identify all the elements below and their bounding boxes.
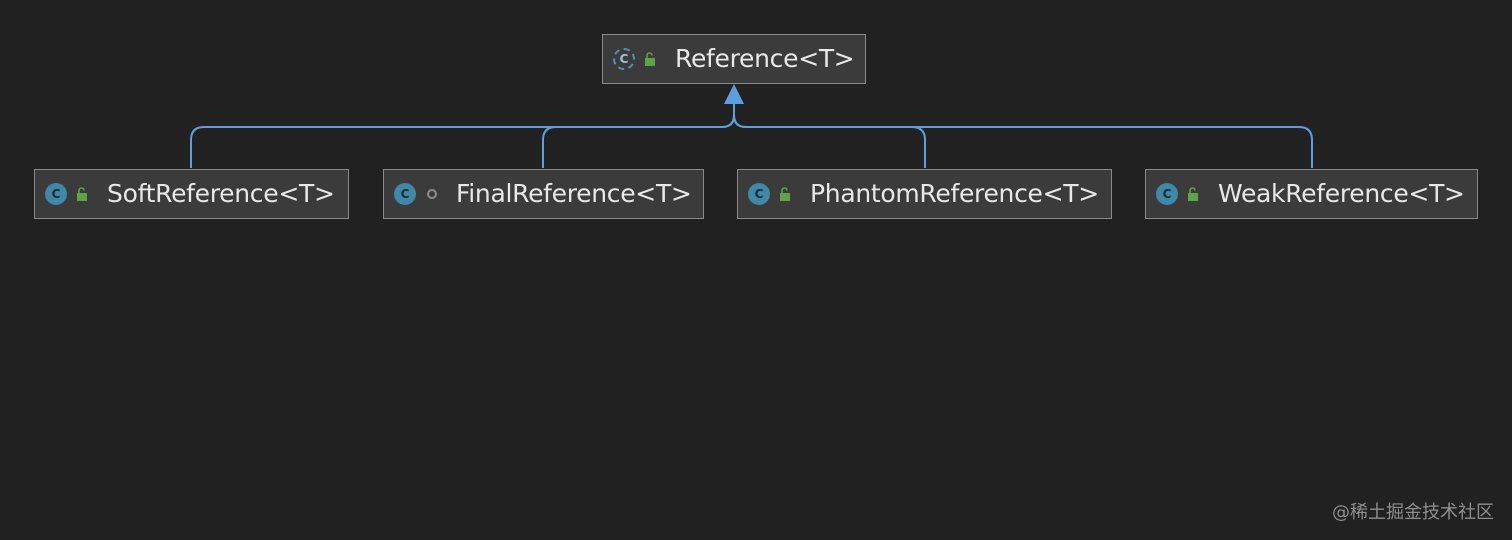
node-phantom-reference[interactable]: C PhantomReference<T> [737, 169, 1112, 219]
node-label: WeakReference<T> [1218, 179, 1465, 208]
watermark: @稀土掘金技术社区 [1332, 502, 1494, 523]
edge-weak-reference [733, 114, 1313, 168]
unlocked-icon [77, 187, 87, 201]
node-final-reference[interactable]: C FinalReference<T> [383, 169, 704, 219]
unlocked-icon [780, 187, 790, 201]
class-icon: C [45, 183, 67, 205]
class-icon: C [1156, 183, 1178, 205]
abstract-class-icon: C [613, 48, 635, 70]
unlocked-icon [1188, 187, 1198, 201]
edge-phantom-reference [733, 114, 926, 168]
node-weak-reference[interactable]: C WeakReference<T> [1145, 169, 1478, 219]
edge-final-reference [542, 114, 735, 168]
package-private-icon [427, 189, 437, 199]
node-label: PhantomReference<T> [810, 179, 1099, 208]
unlocked-icon [645, 52, 655, 66]
class-icon: C [748, 183, 770, 205]
node-label: Reference<T> [675, 44, 855, 73]
node-soft-reference[interactable]: C SoftReference<T> [34, 169, 349, 219]
node-label: FinalReference<T> [456, 179, 692, 208]
edge-soft-reference [190, 104, 735, 168]
inheritance-arrowhead [724, 84, 744, 104]
node-reference[interactable]: C Reference<T> [602, 34, 866, 84]
class-icon: C [394, 183, 416, 205]
node-label: SoftReference<T> [107, 179, 335, 208]
